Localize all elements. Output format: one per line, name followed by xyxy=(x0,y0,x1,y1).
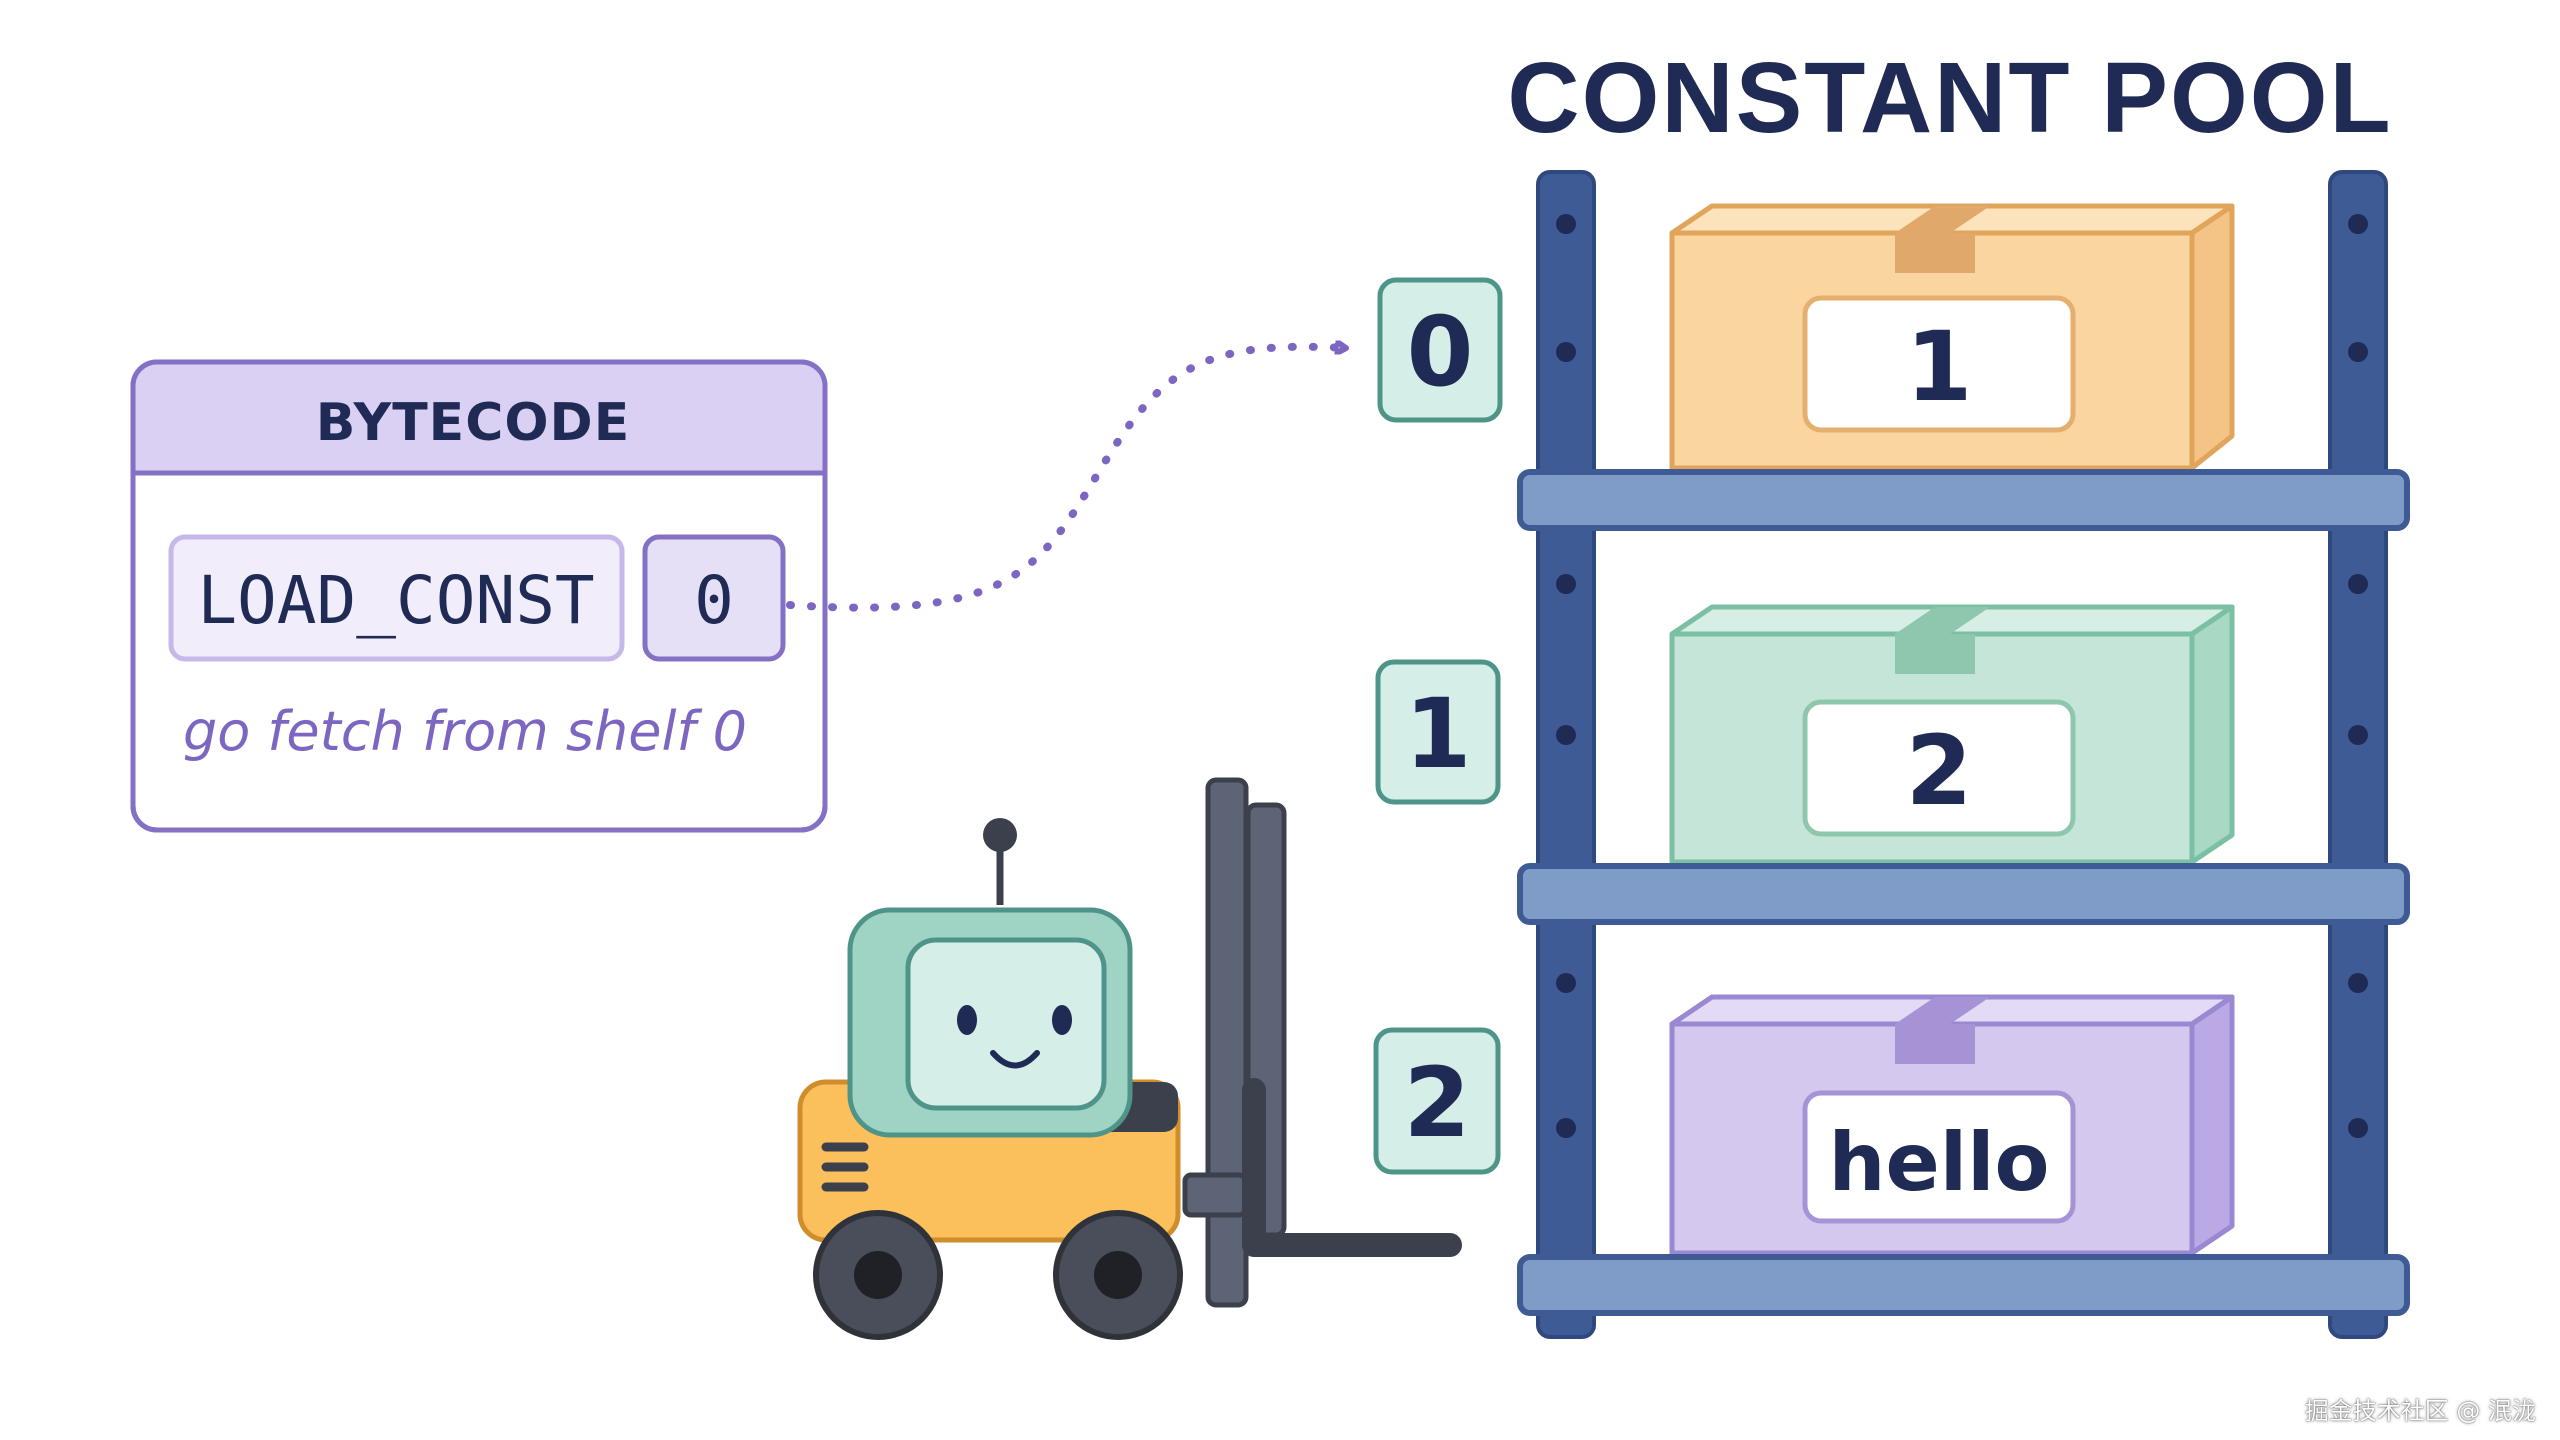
box-label xyxy=(1802,699,2076,837)
robot-icon xyxy=(847,818,1133,1138)
page-title: CONSTANT POOL xyxy=(1507,42,2392,154)
box-label xyxy=(1802,295,2076,433)
dotted-arrow-icon xyxy=(786,347,1349,612)
box-1: 2 xyxy=(1669,604,2235,865)
shelf-0: 1 0 xyxy=(1377,203,2410,531)
box-tape xyxy=(1895,233,1975,273)
shelf-rack xyxy=(1536,170,2388,1339)
rack-right-post xyxy=(2328,170,2388,1339)
svg-text:0: 0 xyxy=(694,562,734,639)
rack-post-holes xyxy=(1556,214,2368,1138)
opcode-chip: LOAD_CONST xyxy=(168,534,625,662)
svg-text:LOAD_CONST: LOAD_CONST xyxy=(197,562,594,639)
rack-left-post xyxy=(1536,170,1596,1339)
watermark: 掘金技术社区 @ 泯泷 xyxy=(2304,1397,2536,1425)
bytecode-note: go fetch from shelf 0 xyxy=(183,700,747,763)
bytecode-card: BYTECODE LOAD_CONST 0 go fetch from shel… xyxy=(130,359,828,833)
shelf-board-0 xyxy=(1517,469,2410,531)
operand-chip: 0 xyxy=(642,534,786,662)
shelf-index-2: 2 xyxy=(1373,1027,1501,1175)
svg-text:0: 0 xyxy=(1407,296,1474,408)
box-0: 1 xyxy=(1669,203,2235,471)
box-value: 2 xyxy=(1906,715,1973,827)
shelf-index-1: 1 xyxy=(1375,659,1501,805)
shelf-index-0: 0 xyxy=(1377,277,1503,423)
box-value: hello xyxy=(1828,1116,2049,1209)
shelf-board-1 xyxy=(1517,863,2410,925)
shelf-2: hello 2 xyxy=(1373,994,2410,1316)
shelf-1: 2 1 xyxy=(1375,604,2410,925)
shelf-board-2 xyxy=(1517,1254,2410,1316)
svg-text:2: 2 xyxy=(1404,1047,1471,1159)
box-2: hello xyxy=(1669,994,2235,1256)
box-tape xyxy=(1895,1024,1975,1064)
box-value: 1 xyxy=(1906,311,1973,423)
svg-text:1: 1 xyxy=(1405,678,1472,790)
box-label xyxy=(1802,1090,2076,1224)
bytecode-header: BYTECODE xyxy=(316,393,631,453)
box-tape xyxy=(1895,634,1975,674)
